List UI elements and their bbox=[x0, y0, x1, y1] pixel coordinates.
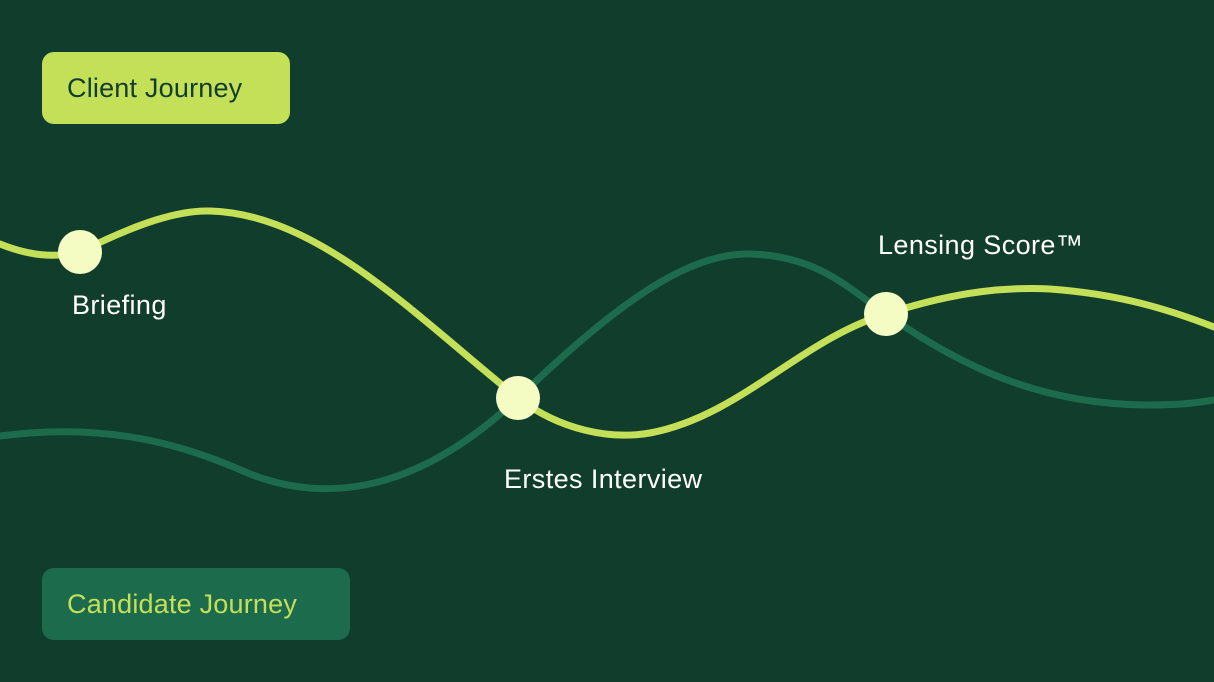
milestone-dot-briefing bbox=[58, 230, 102, 274]
milestone-label-first-interview: Erstes Interview bbox=[504, 464, 703, 494]
milestone-dot-lensing-score bbox=[864, 292, 908, 336]
client-journey-legend-label: Client Journey bbox=[67, 72, 243, 103]
milestone-label-lensing-score: Lensing Score™ bbox=[878, 230, 1084, 260]
milestone-label-briefing: Briefing bbox=[72, 290, 167, 320]
milestone-dot-first-interview bbox=[496, 376, 540, 420]
candidate-journey-legend: Candidate Journey bbox=[42, 568, 350, 640]
candidate-journey-legend-label: Candidate Journey bbox=[67, 588, 298, 619]
client-journey-line bbox=[0, 207, 1214, 439]
candidate-journey-line bbox=[0, 250, 1214, 493]
client-journey-legend: Client Journey bbox=[42, 52, 290, 124]
